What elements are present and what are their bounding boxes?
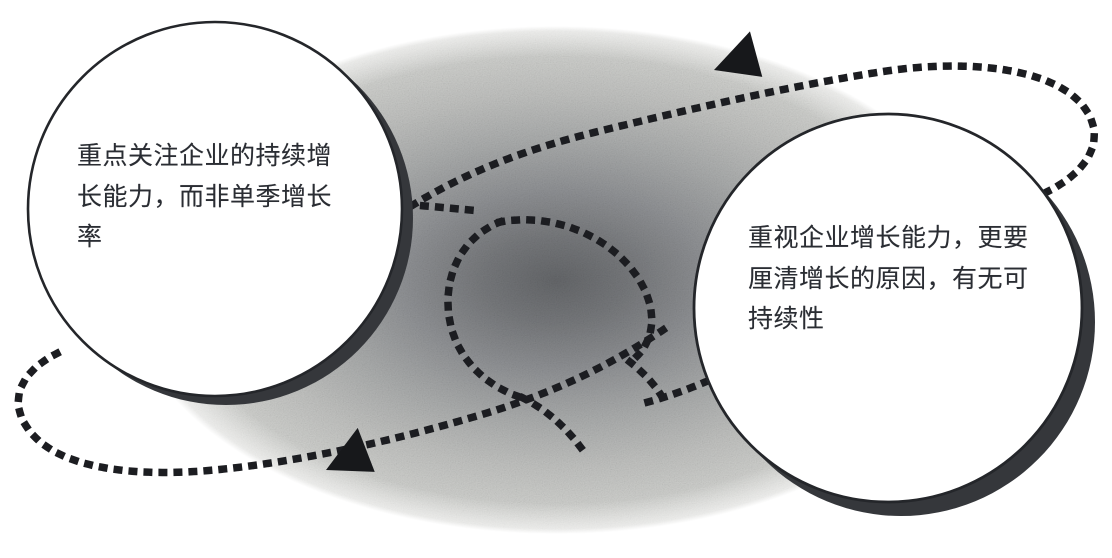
arrow-top — [714, 31, 763, 77]
node-label-right: 重视企业增长能力，更要厘清增长的原因，有无可持续性 — [748, 223, 1029, 333]
connector-path-top — [407, 62, 1098, 211]
node-label-left: 重点关注企业的持续增长能力，而非单季增长率 — [77, 141, 333, 251]
node-circle-left[interactable] — [26, 20, 413, 405]
connector-path-tail-left — [517, 392, 594, 464]
arrow-bottom — [326, 427, 375, 472]
connector-path-lens-upper — [495, 216, 656, 368]
connector-path-lens-lower — [444, 217, 528, 403]
node-circle-right[interactable] — [692, 112, 1095, 516]
connector-path-join-left — [408, 201, 475, 215]
connector-path-tail-right — [624, 356, 672, 410]
